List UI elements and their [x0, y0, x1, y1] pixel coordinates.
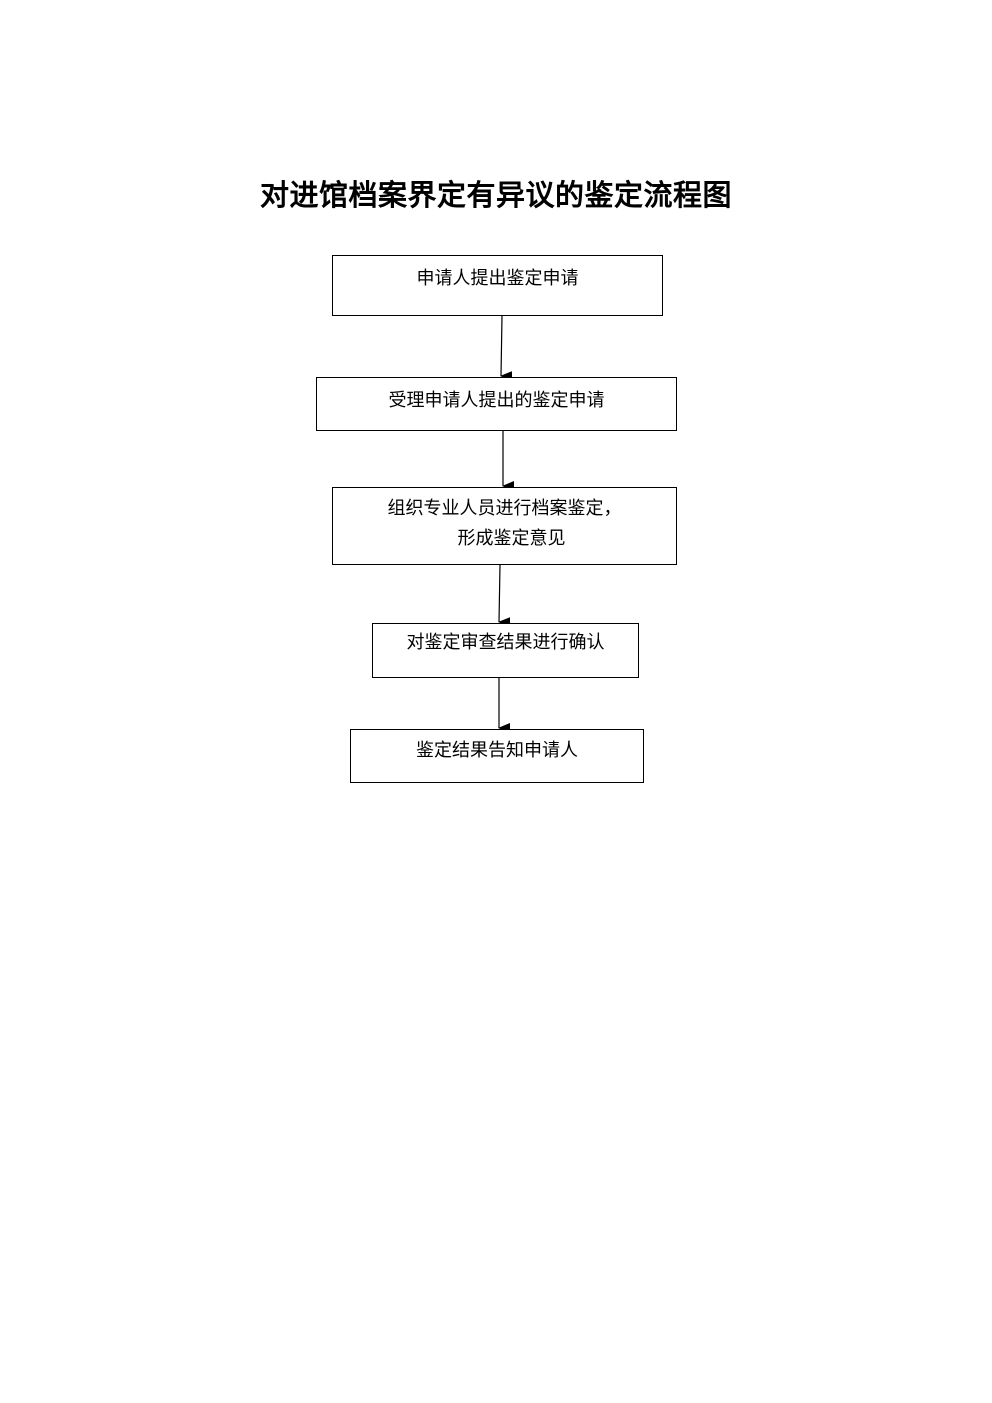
step-text: 形成鉴定意见	[457, 528, 566, 549]
step-text: 鉴定结果告知申请人	[416, 740, 578, 761]
arrow-step3-to-step4	[498, 564, 511, 628]
step-box-confirm-result: 对鉴定审查结果进行确认	[372, 623, 639, 678]
step-box-organize-appraisal: 组织专业人员进行档案鉴定， 形成鉴定意见	[332, 487, 677, 565]
step-text: 对鉴定审查结果进行确认	[406, 632, 605, 653]
step-text: 组织专业人员进行档案鉴定，	[387, 498, 622, 519]
arrow-step1-to-step2	[500, 315, 513, 382]
step-text: 申请人提出鉴定申请	[416, 268, 579, 289]
step-box-submit-application: 申请人提出鉴定申请	[332, 255, 663, 316]
step-box-accept-application: 受理申请人提出的鉴定申请	[316, 377, 677, 431]
diagram-title: 对进馆档案界定有异议的鉴定流程图	[259, 178, 732, 212]
step-text: 受理申请人提出的鉴定申请	[388, 390, 605, 411]
step-box-notify-applicant: 鉴定结果告知申请人	[350, 729, 644, 783]
